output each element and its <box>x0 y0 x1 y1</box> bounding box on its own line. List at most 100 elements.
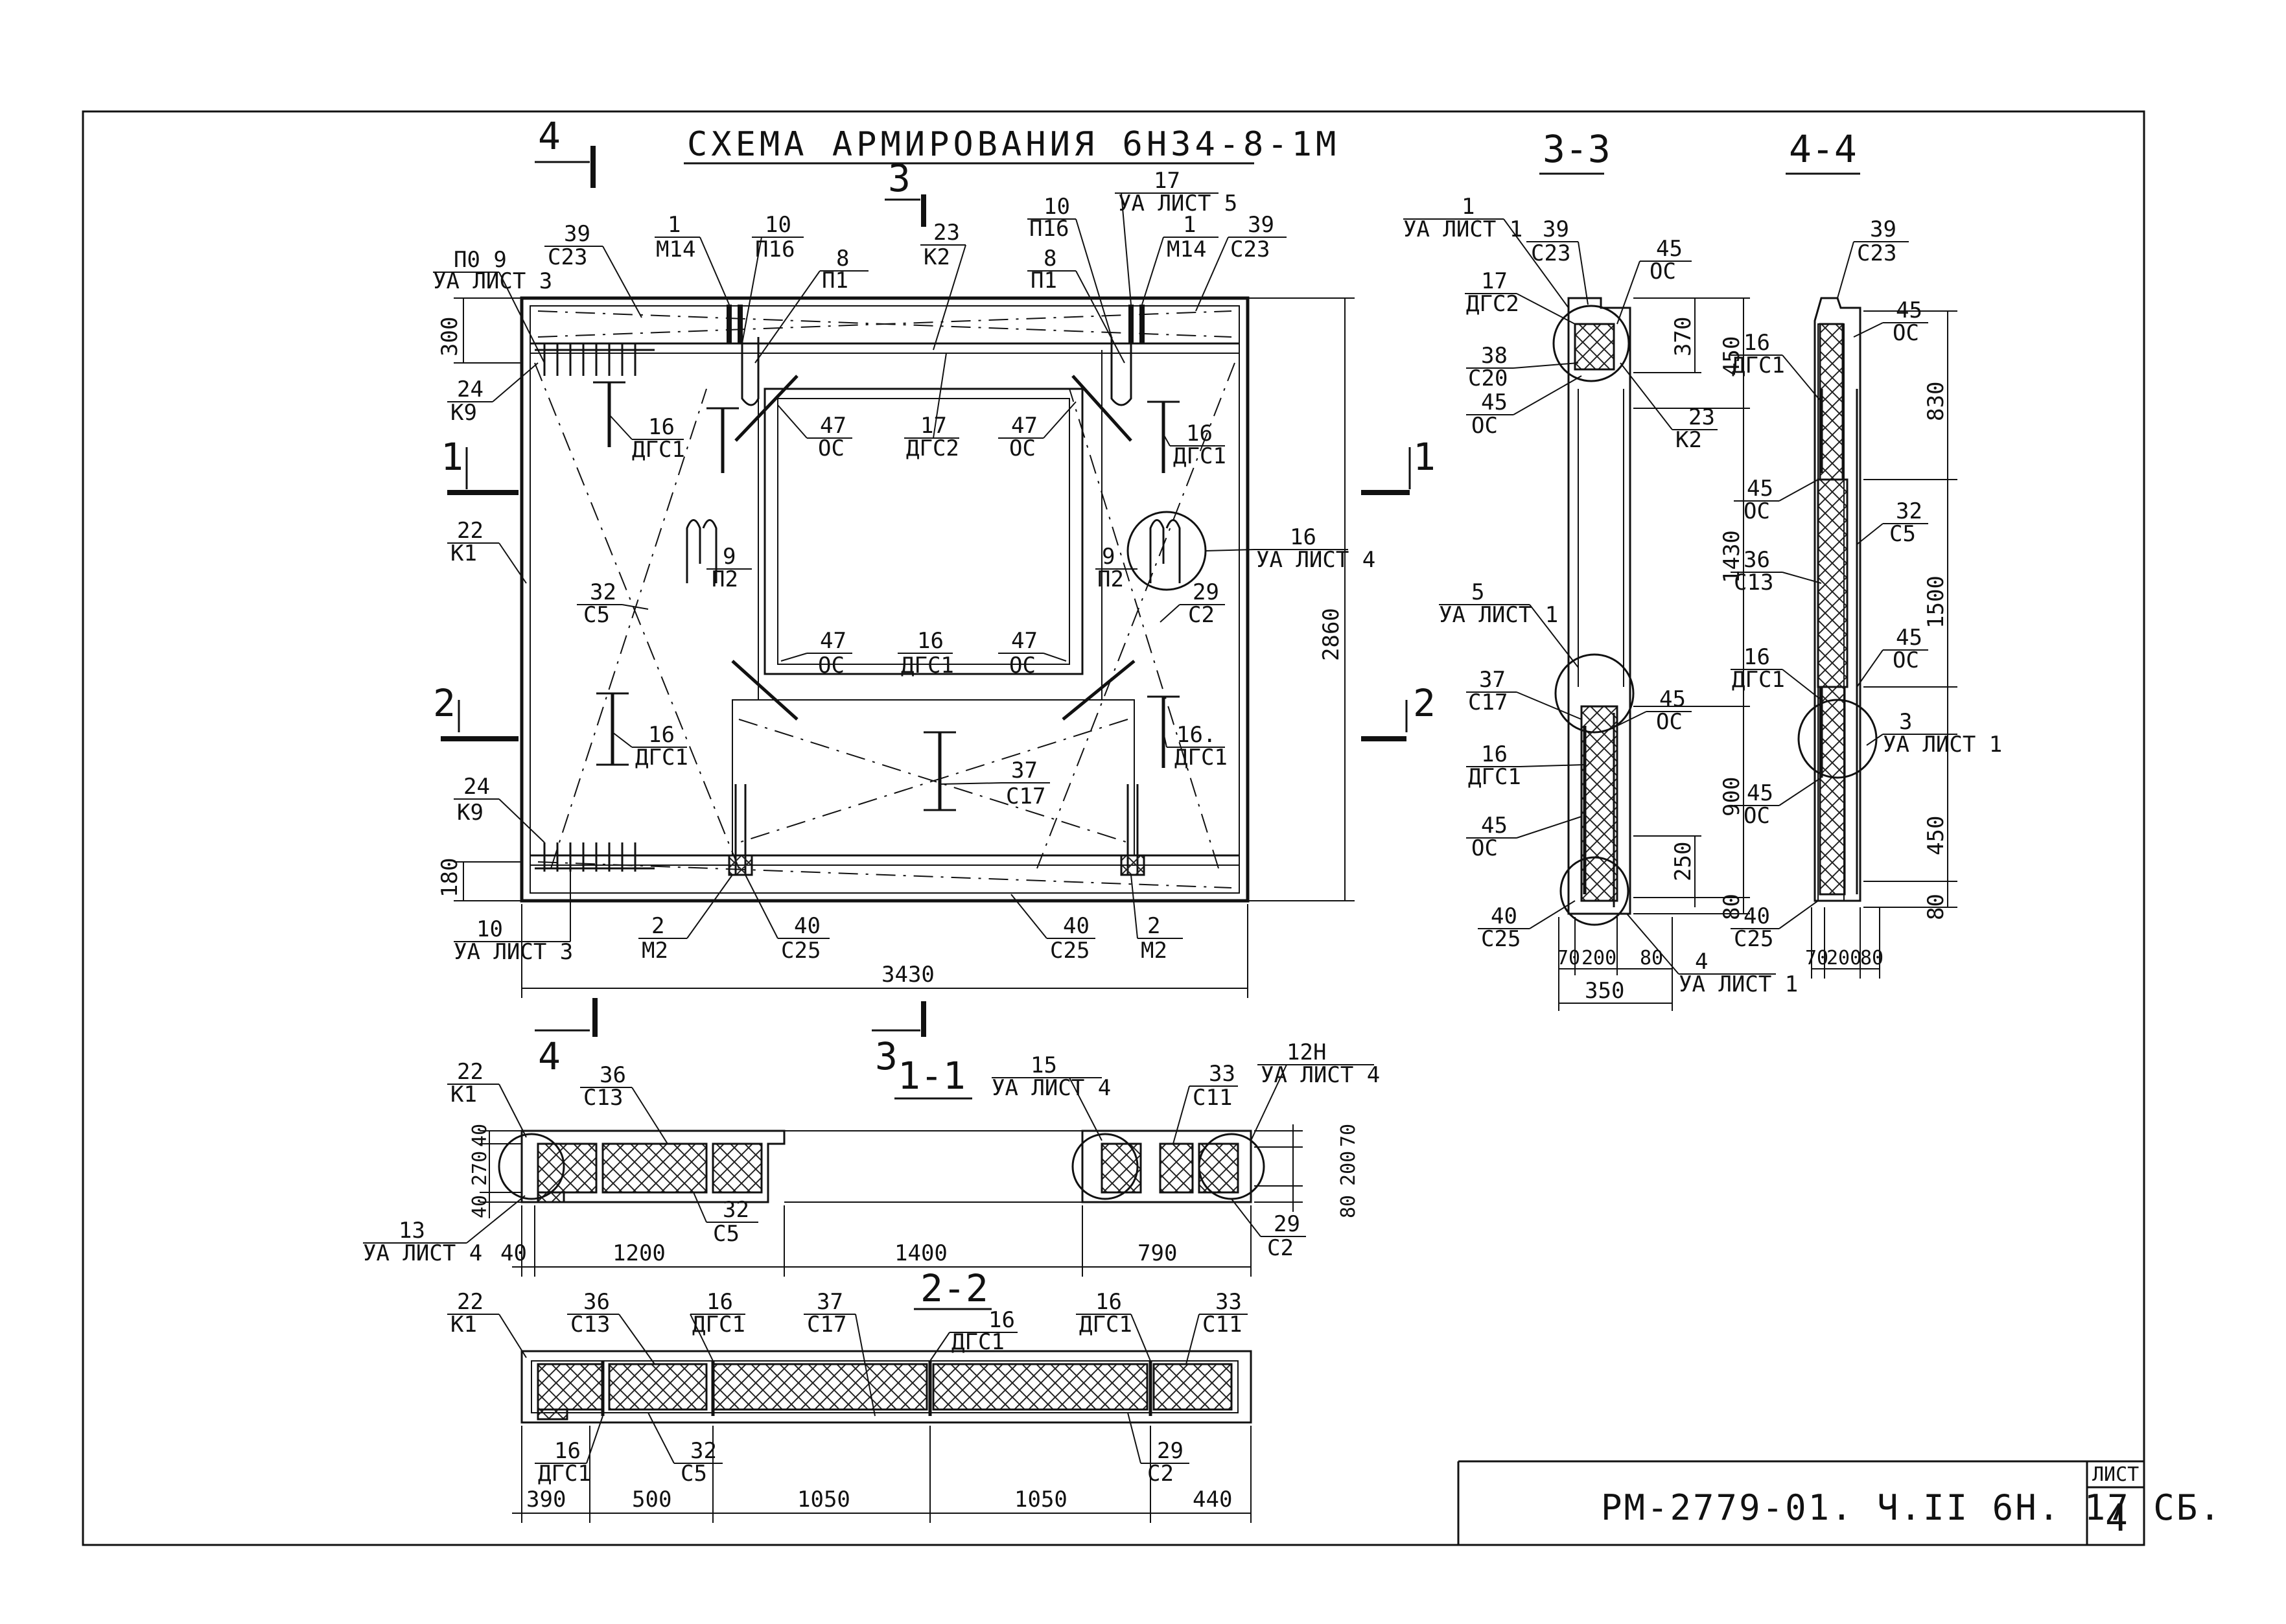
svg-text:33: 33 <box>1215 1289 1242 1315</box>
svg-text:37: 37 <box>817 1289 843 1315</box>
cut-marker-2-left: 2 <box>433 681 519 741</box>
svg-text:13: 13 <box>399 1218 425 1244</box>
svg-text:39: 39 <box>1248 212 1274 238</box>
s22-label-dgs1-c: 16 ДГС1 <box>1076 1289 1151 1362</box>
cut-marker-4-bottom: 4 <box>535 998 598 1078</box>
svg-text:350: 350 <box>1585 978 1624 1004</box>
svg-text:С11: С11 <box>1202 1312 1242 1338</box>
drawing-title: СХЕМА АРМИРОВАНИЯ 6Н34-8-1М <box>684 125 1336 165</box>
s33-label-os45-a: 45 ОС <box>1616 236 1692 325</box>
svg-text:С20: С20 <box>1468 365 1508 391</box>
label-p16-left: 10 П16 <box>741 212 804 344</box>
svg-text:С23: С23 <box>548 244 587 270</box>
svg-text:3: 3 <box>875 1034 898 1078</box>
svg-text:16.: 16. <box>1176 722 1216 748</box>
svg-text:39: 39 <box>1870 216 1896 242</box>
label-dgs1-e: 16. ДГС1 <box>1163 722 1228 771</box>
svg-text:16: 16 <box>1186 421 1213 447</box>
label-p9: П0 9 УА ЛИСТ 3 <box>433 247 552 364</box>
s44-label-os45-b: 45 ОС <box>1734 476 1819 524</box>
section-1-1-title: 1-1 <box>898 1054 966 1098</box>
svg-text:1: 1 <box>441 435 463 479</box>
svg-text:16: 16 <box>1481 741 1508 767</box>
label-sheet5: 17 УА ЛИСТ 5 <box>1115 168 1237 305</box>
svg-text:24: 24 <box>457 377 484 402</box>
svg-text:С5: С5 <box>583 602 610 628</box>
svg-text:70: 70 <box>1805 947 1828 969</box>
svg-text:8: 8 <box>836 246 849 272</box>
svg-text:180: 180 <box>437 858 463 898</box>
svg-text:С25: С25 <box>781 938 821 964</box>
svg-text:УА ЛИСТ 4: УА ЛИСТ 4 <box>1261 1062 1380 1088</box>
svg-text:К9: К9 <box>457 800 484 826</box>
svg-text:830: 830 <box>1923 382 1949 421</box>
svg-text:45: 45 <box>1896 297 1922 323</box>
svg-text:С11: С11 <box>1193 1085 1232 1111</box>
svg-text:ДГС1: ДГС1 <box>1732 667 1785 693</box>
label-m2-left: 2 М2 <box>638 874 733 964</box>
s22-label-dgs1-a: 16 ДГС1 <box>690 1289 745 1362</box>
svg-text:45: 45 <box>1747 476 1773 502</box>
svg-text:УА ЛИСТ 4: УА ЛИСТ 4 <box>363 1240 482 1266</box>
svg-text:С25: С25 <box>1481 926 1521 952</box>
svg-text:36: 36 <box>1744 547 1770 573</box>
label-sheet4: 16 УА ЛИСТ 4 <box>1205 524 1375 573</box>
cut-marker-4-top: 4 <box>535 114 596 188</box>
label-dgs2: 17 ДГС2 <box>904 353 959 461</box>
svg-text:С23: С23 <box>1531 240 1570 266</box>
svg-text:С5: С5 <box>713 1221 740 1247</box>
svg-text:45: 45 <box>1656 236 1683 262</box>
svg-text:УА ЛИСТ 1: УА ЛИСТ 1 <box>1439 602 1558 628</box>
label-p2-left: 9 П2 <box>706 544 752 592</box>
svg-text:40: 40 <box>500 1240 527 1266</box>
s44-label-sheet1: 3 УА ЛИСТ 1 <box>1866 709 2002 758</box>
section-3-3-title: 3-3 <box>1543 127 1611 171</box>
cut-marker-1-right: 1 <box>1361 435 1436 495</box>
svg-text:М14: М14 <box>656 237 695 262</box>
s44-label-os45-a: 45 ОС <box>1853 297 1928 346</box>
svg-text:1: 1 <box>1413 435 1436 479</box>
svg-text:М14: М14 <box>1167 237 1206 262</box>
s11-label-k1: 22 К1 <box>447 1059 527 1138</box>
svg-text:16: 16 <box>1290 524 1316 550</box>
svg-text:2860: 2860 <box>1318 608 1344 661</box>
svg-text:ОС: ОС <box>818 653 845 679</box>
svg-text:300: 300 <box>437 317 463 356</box>
dim-2860: 2860 <box>1248 297 1355 901</box>
svg-text:УА ЛИСТ 3: УА ЛИСТ 3 <box>433 268 552 294</box>
s33-label-os45-d: 45 ОС <box>1466 813 1582 861</box>
mesh-k9-bottom <box>535 842 655 872</box>
svg-text:С5: С5 <box>1889 521 1916 547</box>
svg-text:ОС: ОС <box>1893 647 1919 673</box>
svg-text:С13: С13 <box>570 1312 610 1338</box>
s44-label-c23: 39 С23 <box>1837 216 1909 299</box>
svg-text:4: 4 <box>538 114 561 158</box>
svg-text:ОС: ОС <box>1744 803 1770 829</box>
label-c39-left: 39 С23 <box>544 221 642 318</box>
svg-text:40: 40 <box>1063 913 1090 939</box>
s11-label-c13: 36 С13 <box>580 1062 668 1144</box>
svg-text:900: 900 <box>1719 777 1745 817</box>
section-2-2-title: 2-2 <box>920 1266 988 1310</box>
window-opening <box>764 388 1084 675</box>
svg-text:32: 32 <box>1896 498 1922 524</box>
svg-text:П0 9: П0 9 <box>454 247 507 273</box>
svg-text:1: 1 <box>668 212 681 238</box>
svg-text:16: 16 <box>1744 644 1770 670</box>
svg-text:390: 390 <box>526 1487 566 1513</box>
svg-text:450: 450 <box>1923 816 1949 855</box>
svg-text:270: 270 <box>469 1151 491 1186</box>
s22-label-dgs1-d: 16 ДГС1 <box>535 1415 603 1487</box>
svg-text:22: 22 <box>457 518 484 544</box>
svg-text:3: 3 <box>888 156 911 200</box>
s22-label-c5: 32 С5 <box>647 1412 723 1487</box>
label-os47-d: 47 ОС <box>998 628 1067 679</box>
label-dgs1-a: 16 ДГС1 <box>609 414 685 463</box>
s11-label-sheet4-c: 13 УА ЛИСТ 4 <box>363 1195 526 1266</box>
svg-text:29: 29 <box>1157 1438 1184 1464</box>
svg-text:16: 16 <box>1095 1289 1122 1315</box>
s33-label-sheet1-b: 5 УА ЛИСТ 1 <box>1439 579 1579 668</box>
s33-label-dgs2: 17 ДГС2 <box>1465 268 1576 325</box>
svg-text:П16: П16 <box>755 237 795 262</box>
svg-text:70: 70 <box>1557 947 1580 969</box>
